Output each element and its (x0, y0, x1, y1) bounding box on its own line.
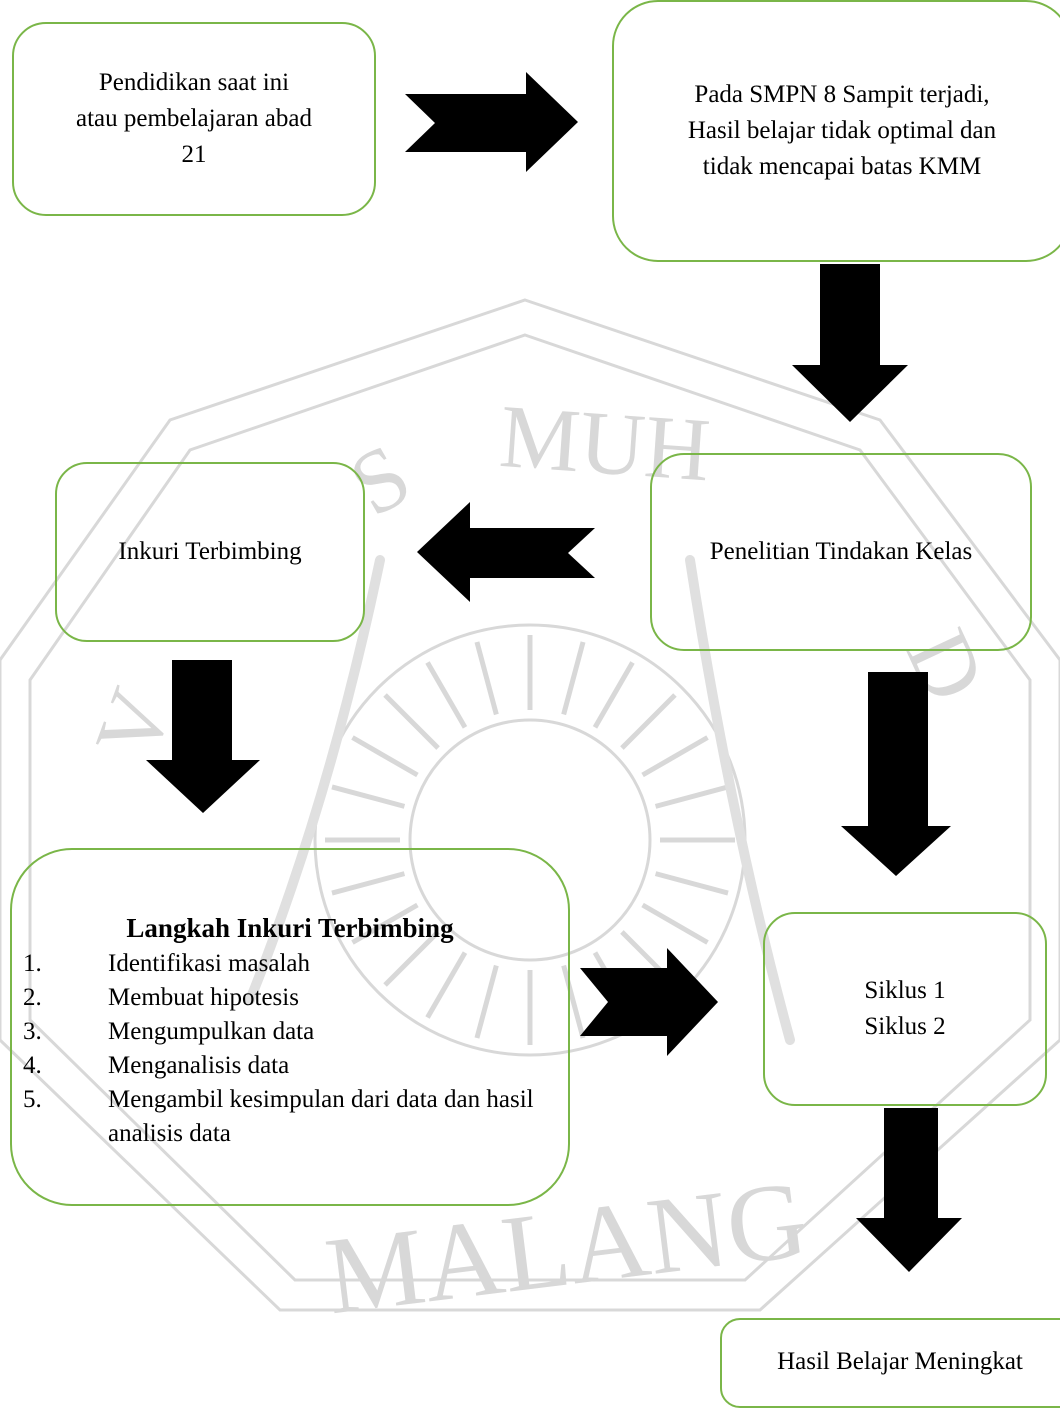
list-item: 2. Membuat hipotesis (23, 981, 558, 1015)
arrow-down-3 (841, 672, 951, 876)
steps-title: Langkah Inkuri Terbimbing (126, 913, 454, 943)
box-inkuri-terbimbing: Inkuri Terbimbing (55, 462, 365, 642)
box-ptk-label: Penelitian Tindakan Kelas (709, 538, 973, 565)
arrow-down-2 (146, 660, 260, 813)
list-item-number: 4. (23, 1052, 42, 1079)
arrow-right-1 (405, 72, 578, 172)
list-item: 5. Mengambil kesimpulan dari data dan has… (23, 1083, 558, 1151)
box-penelitian-tindakan-kelas: Penelitian Tindakan Kelas (650, 453, 1032, 651)
box-langkah-inkuri: Langkah Inkuri Terbimbing 1. Identifikasi… (10, 848, 570, 1206)
box-smpn-line-3: tidak mencapai batas KMM (702, 153, 982, 180)
box-siklus: Siklus 1 Siklus 2 (763, 912, 1047, 1106)
box-siklus-line-1: Siklus 1 (864, 977, 946, 1004)
box-smpn-line-1: Pada SMPN 8 Sampit terjadi, (694, 81, 990, 108)
list-item-text: Membuat hipotesis (108, 984, 299, 1011)
box-siklus-line-2: Siklus 2 (864, 1013, 946, 1040)
list-item: 1. Identifikasi masalah (23, 947, 558, 981)
list-item-text: Mengumpulkan data (108, 1018, 315, 1045)
steps-list: 1. Identifikasi masalah 2. Membuat hipotes… (23, 947, 558, 1151)
box-pendidikan: Pendidikan saat ini atau pembelajaran ab… (12, 22, 376, 216)
box-hasil-label: Hasil Belajar Meningkat (777, 1348, 1023, 1375)
list-item-text: Menganalisis data (108, 1052, 290, 1079)
box-pendidikan-line-1: Pendidikan saat ini (98, 69, 290, 96)
list-item-number: 5. (23, 1086, 42, 1113)
list-item: 4. Menganalisis data (23, 1049, 558, 1083)
box-hasil-belajar: Hasil Belajar Meningkat (720, 1318, 1060, 1408)
box-pendidikan-line-2: atau pembelajaran abad (76, 105, 312, 132)
list-item: 3. Mengumpulkan data (23, 1015, 558, 1049)
list-item-number: 1. (23, 950, 42, 977)
list-item-text: Identifikasi masalah (108, 950, 311, 977)
box-smpn-problem: Pada SMPN 8 Sampit terjadi, Hasil belaja… (612, 0, 1060, 262)
arrow-right-2 (580, 948, 718, 1056)
arrow-left-1 (417, 502, 595, 602)
list-item-text: Mengambil kesimpulan dari data dan hasil… (108, 1086, 534, 1147)
box-smpn-line-2: Hasil belajar tidak optimal dan (687, 117, 997, 144)
list-item-number: 2. (23, 984, 42, 1011)
list-item-number: 3. (23, 1018, 42, 1045)
arrow-down-4 (856, 1108, 962, 1272)
arrow-down-1 (792, 264, 908, 422)
box-pendidikan-line-3: 21 (181, 141, 207, 168)
box-inkuri-label: Inkuri Terbimbing (118, 538, 302, 565)
